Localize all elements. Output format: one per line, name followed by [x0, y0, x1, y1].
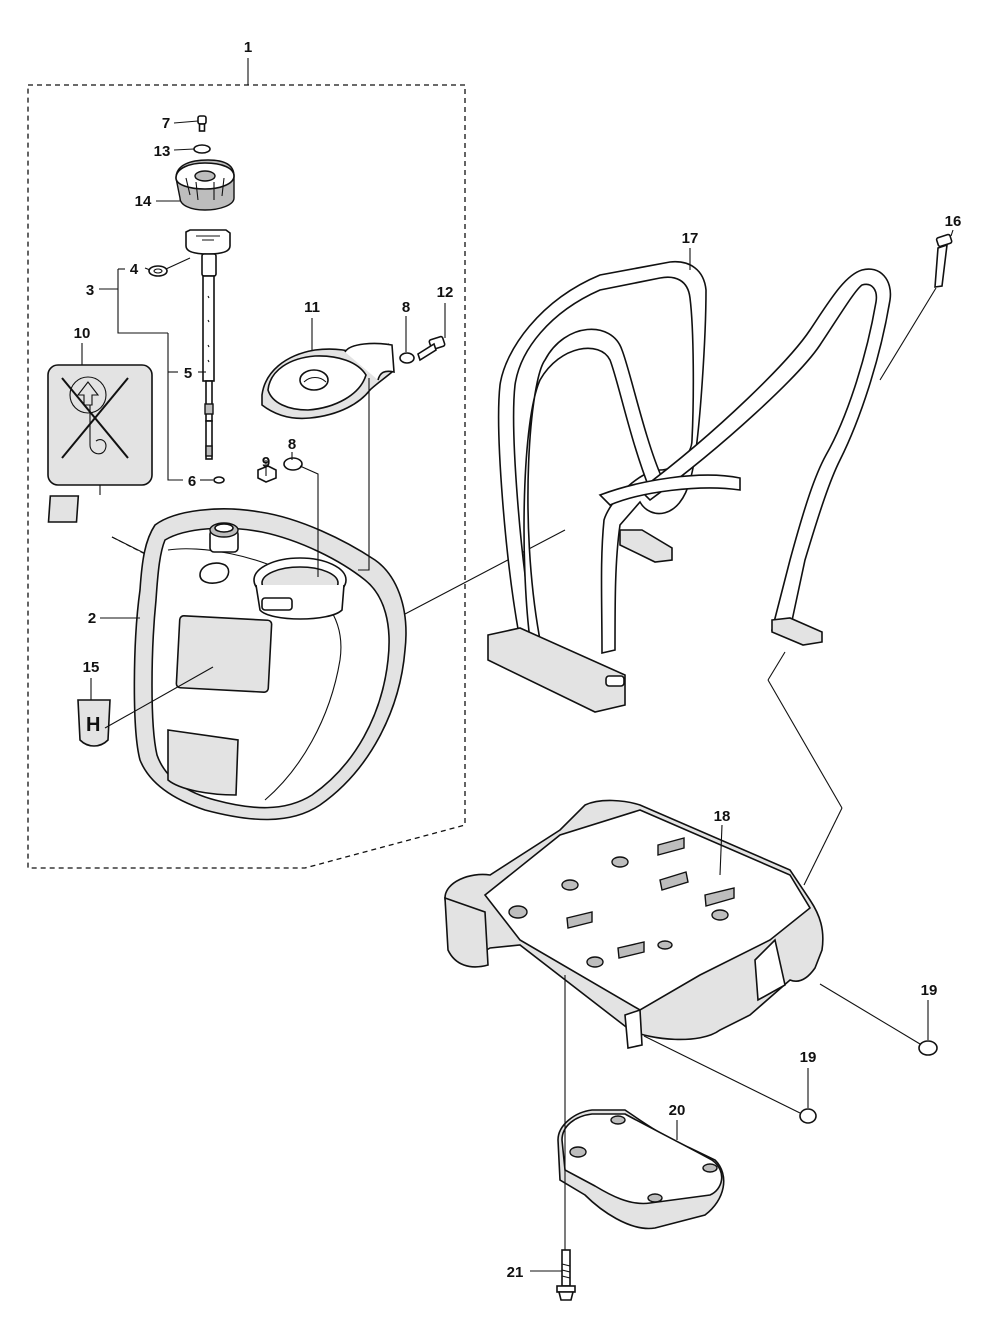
decal-small-label — [47, 495, 80, 523]
screw-part-7 — [197, 115, 207, 132]
callout-16: 16 — [945, 213, 962, 230]
callout-21: 21 — [507, 1264, 524, 1281]
callout-9: 9 — [262, 454, 270, 471]
callout-17: 17 — [682, 230, 699, 247]
callout-8-top: 8 — [402, 299, 410, 316]
callout-18: 18 — [714, 808, 731, 825]
cap-part-14 — [175, 159, 235, 211]
callout-1: 1 — [244, 39, 252, 56]
washer-part-19-lower — [799, 1108, 817, 1124]
tank-opening-ring — [253, 557, 347, 620]
callout-10: 10 — [74, 325, 91, 342]
washer-part-19-right — [918, 1040, 938, 1056]
callout-3: 3 — [86, 282, 94, 299]
callout-8-bottom: 8 — [288, 436, 296, 453]
screw-part-12 — [417, 335, 446, 362]
bolt-part-21 — [556, 1249, 576, 1301]
callout-14: 14 — [135, 193, 152, 210]
callout-7: 7 — [162, 115, 170, 132]
washer-part-8-top — [399, 352, 415, 364]
handle-frame-part-17 — [487, 261, 892, 713]
callout-6: 6 — [188, 473, 196, 490]
cover-part-11 — [261, 342, 395, 420]
callout-11: 11 — [304, 299, 320, 316]
callout-13: 13 — [154, 143, 171, 160]
washer-part-8-bottom — [283, 457, 303, 471]
callout-2: 2 — [88, 610, 96, 627]
callout-5: 5 — [184, 365, 192, 382]
no-lift-decal-part-10 — [47, 364, 153, 486]
kit-boundary — [27, 84, 466, 869]
callout-20: 20 — [669, 1102, 686, 1119]
svg-text:H: H — [86, 714, 100, 736]
o-ring-part-4 — [148, 265, 168, 277]
dipstick-part-5 — [185, 229, 231, 460]
fuel-tank-part-2 — [133, 508, 407, 821]
callout-15: 15 — [83, 659, 100, 676]
bolt-part-16 — [934, 233, 953, 288]
callout-19-lower: 19 — [800, 1049, 817, 1066]
washer-part-6 — [213, 476, 225, 484]
pad-part-20 — [557, 1109, 725, 1230]
washer-part-13 — [193, 144, 211, 154]
callout-4: 4 — [130, 261, 139, 278]
callout-12: 12 — [437, 284, 454, 301]
logo-badge-part-15: H — [77, 699, 111, 747]
base-plate-part-18 — [444, 799, 824, 1049]
nut-part-9 — [257, 465, 277, 483]
callout-19-right: 19 — [921, 982, 938, 999]
filler-neck — [199, 522, 239, 584]
